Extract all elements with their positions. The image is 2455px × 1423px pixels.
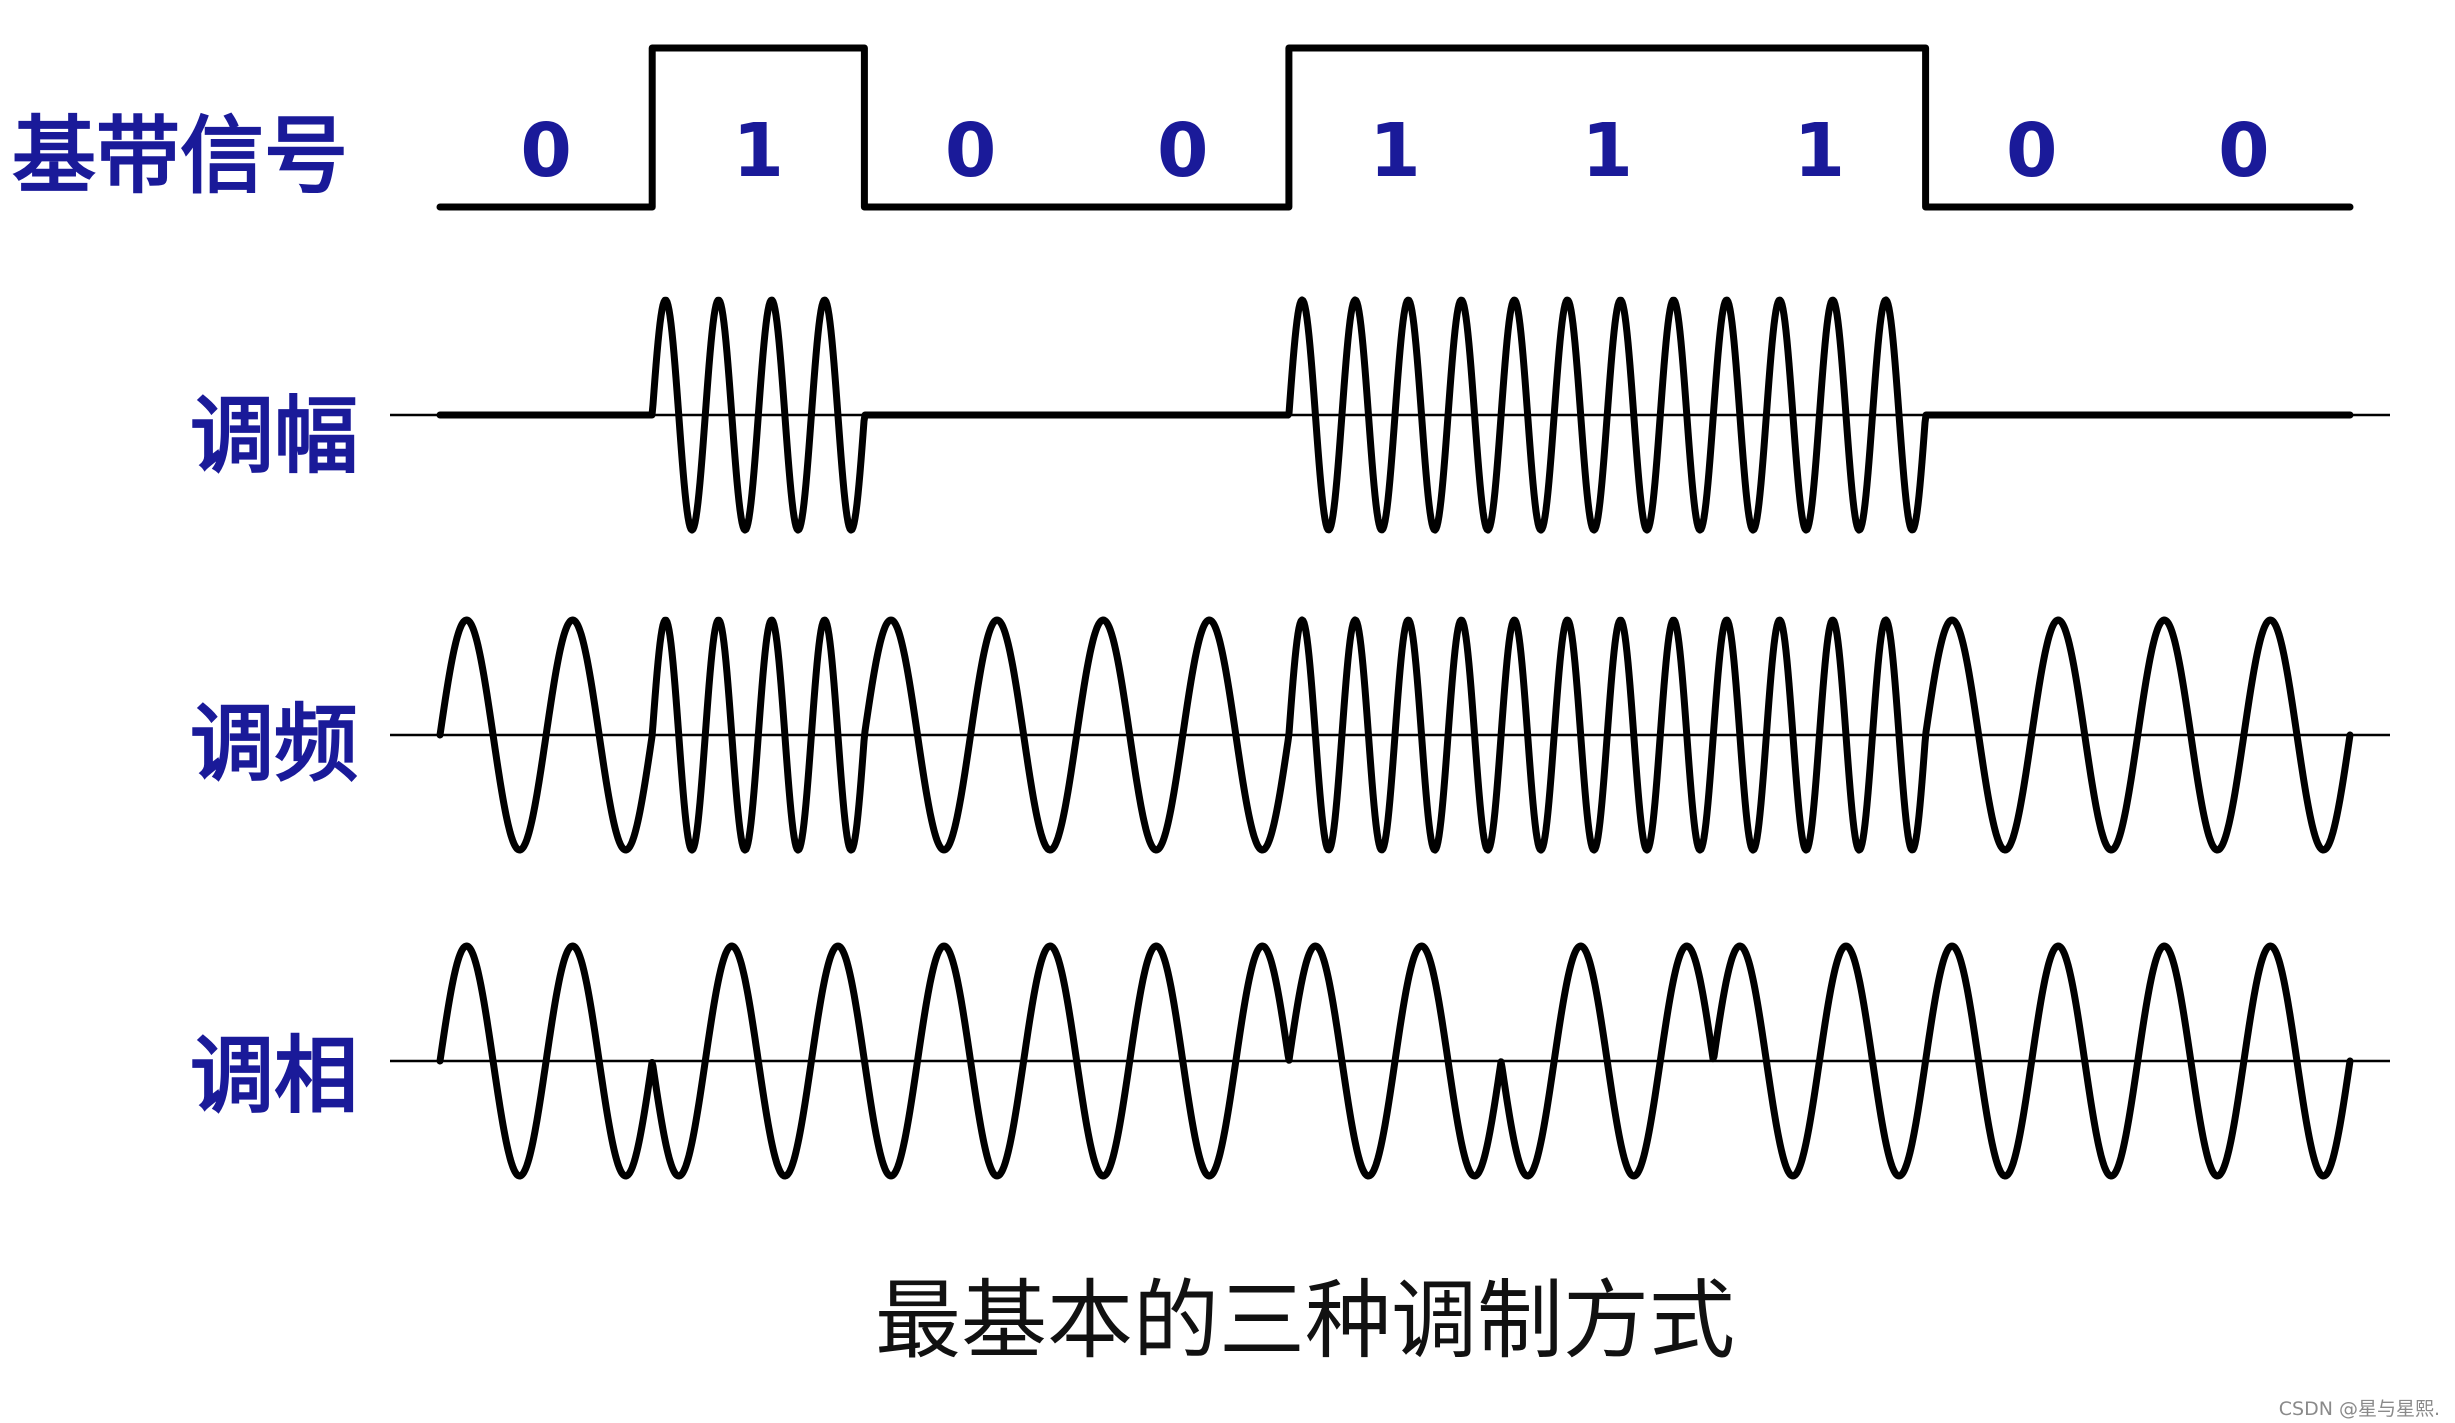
label-baseband: 基带信号	[12, 107, 348, 205]
bit-label: 0	[945, 108, 997, 194]
bit-label: 0	[2218, 108, 2270, 194]
am-waveform	[436, 296, 2354, 534]
baseband-waveform	[436, 44, 2354, 211]
bit-label: 0	[1157, 108, 1209, 194]
fm-waveform	[436, 616, 2354, 854]
bit-label: 0	[2006, 108, 2058, 194]
bit-label: 1	[1369, 108, 1421, 194]
watermark: CSDN @星与星熙.	[2279, 1398, 2440, 1420]
bit-label: 0	[520, 108, 572, 194]
bit-labels: 0 1 0 0 1 1 1 0 0	[520, 108, 2269, 194]
label-am: 调幅	[190, 387, 358, 485]
caption: 最基本的三种调制方式	[875, 1271, 1735, 1371]
label-pm: 调相	[190, 1027, 358, 1125]
label-fm: 调频	[190, 695, 358, 793]
pm-waveform	[436, 942, 2354, 1180]
bit-label: 1	[1581, 108, 1633, 194]
bit-label: 1	[733, 108, 785, 194]
bit-label: 1	[1794, 108, 1846, 194]
